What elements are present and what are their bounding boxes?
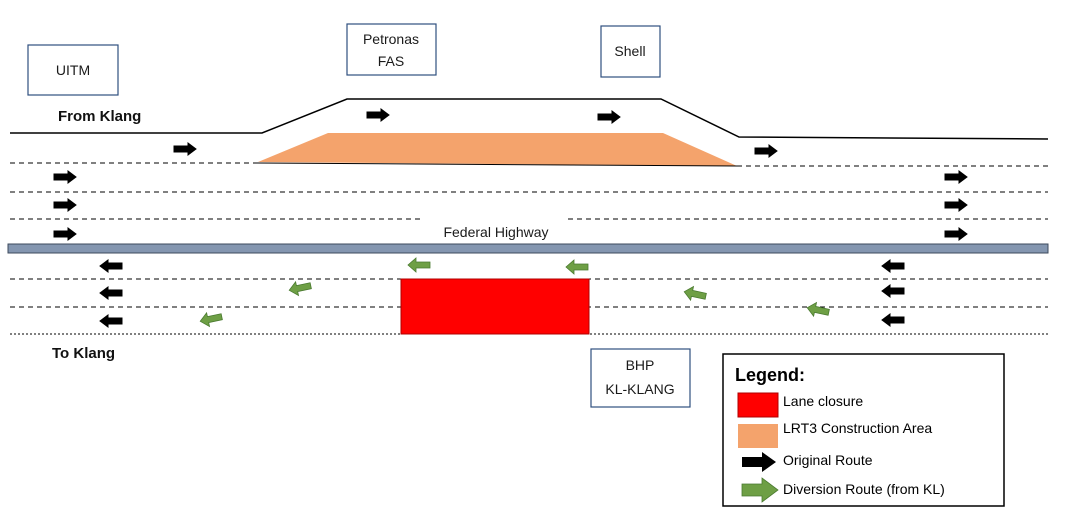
petronas-label-line2: FAS bbox=[378, 53, 404, 69]
diversion-route-arrow bbox=[287, 278, 313, 298]
original-route-arrow bbox=[53, 170, 77, 184]
uitm-label: UITM bbox=[56, 62, 90, 78]
original-route-arrow bbox=[99, 314, 123, 328]
diversion-route-arrow bbox=[682, 284, 708, 304]
legend-construction-label: LRT3 Construction Area bbox=[783, 420, 932, 436]
bhp-box: BHP KL-KLANG bbox=[590, 348, 691, 408]
original-route-arrow bbox=[754, 144, 778, 158]
legend-title: Legend: bbox=[735, 365, 805, 385]
original-route-arrow bbox=[881, 313, 905, 327]
lower-lane-markings bbox=[10, 278, 1048, 335]
uitm-box: UITM bbox=[27, 44, 119, 96]
original-route-arrow bbox=[944, 198, 968, 212]
from-klang-label: From Klang bbox=[58, 108, 141, 125]
original-route-arrow bbox=[53, 227, 77, 241]
petronas-label-line1: Petronas bbox=[363, 31, 419, 47]
original-route-arrow bbox=[881, 259, 905, 273]
to-klang-label: To Klang bbox=[52, 345, 115, 362]
diversion-route-arrow bbox=[407, 257, 431, 273]
shell-box: Shell bbox=[600, 25, 661, 78]
shell-label: Shell bbox=[614, 43, 645, 59]
original-route-arrow bbox=[173, 142, 197, 156]
original-route-arrow bbox=[99, 286, 123, 300]
petronas-box: Petronas FAS bbox=[346, 23, 437, 76]
original-route-arrow bbox=[944, 227, 968, 241]
original-route-arrows-eastbound bbox=[53, 108, 968, 241]
upper-road-edge bbox=[10, 98, 1049, 140]
upper-lane-markings bbox=[10, 162, 1048, 220]
original-route-arrow bbox=[99, 259, 123, 273]
legend-diversion-route-label: Diversion Route (from KL) bbox=[783, 481, 945, 497]
legend-lane-closure-label: Lane closure bbox=[783, 393, 863, 409]
original-route-arrow bbox=[881, 284, 905, 298]
diversion-route-arrow bbox=[805, 300, 831, 320]
lrt3-construction-area bbox=[258, 133, 737, 166]
bhp-label-line1: BHP bbox=[626, 357, 655, 373]
diversion-route-arrow bbox=[198, 309, 224, 329]
lane-closure bbox=[400, 278, 590, 335]
federal-highway-label: Federal Highway bbox=[443, 224, 548, 240]
diversion-route-legend-arrow-icon bbox=[741, 477, 779, 503]
lane-closure-swatch bbox=[737, 392, 779, 418]
original-route-arrow bbox=[944, 170, 968, 184]
bhp-label-line2: KL-KLANG bbox=[605, 381, 674, 397]
original-route-legend-arrow-icon bbox=[742, 452, 776, 472]
original-route-arrow bbox=[597, 110, 621, 124]
legend: Legend: Lane closure LRT3 Construction A… bbox=[722, 353, 1005, 507]
original-route-arrow bbox=[366, 108, 390, 122]
legend-original-route-label: Original Route bbox=[783, 452, 873, 468]
highway-median bbox=[7, 243, 1049, 254]
original-route-arrow bbox=[53, 198, 77, 212]
diversion-route-arrow bbox=[565, 259, 589, 275]
construction-swatch bbox=[738, 424, 778, 448]
